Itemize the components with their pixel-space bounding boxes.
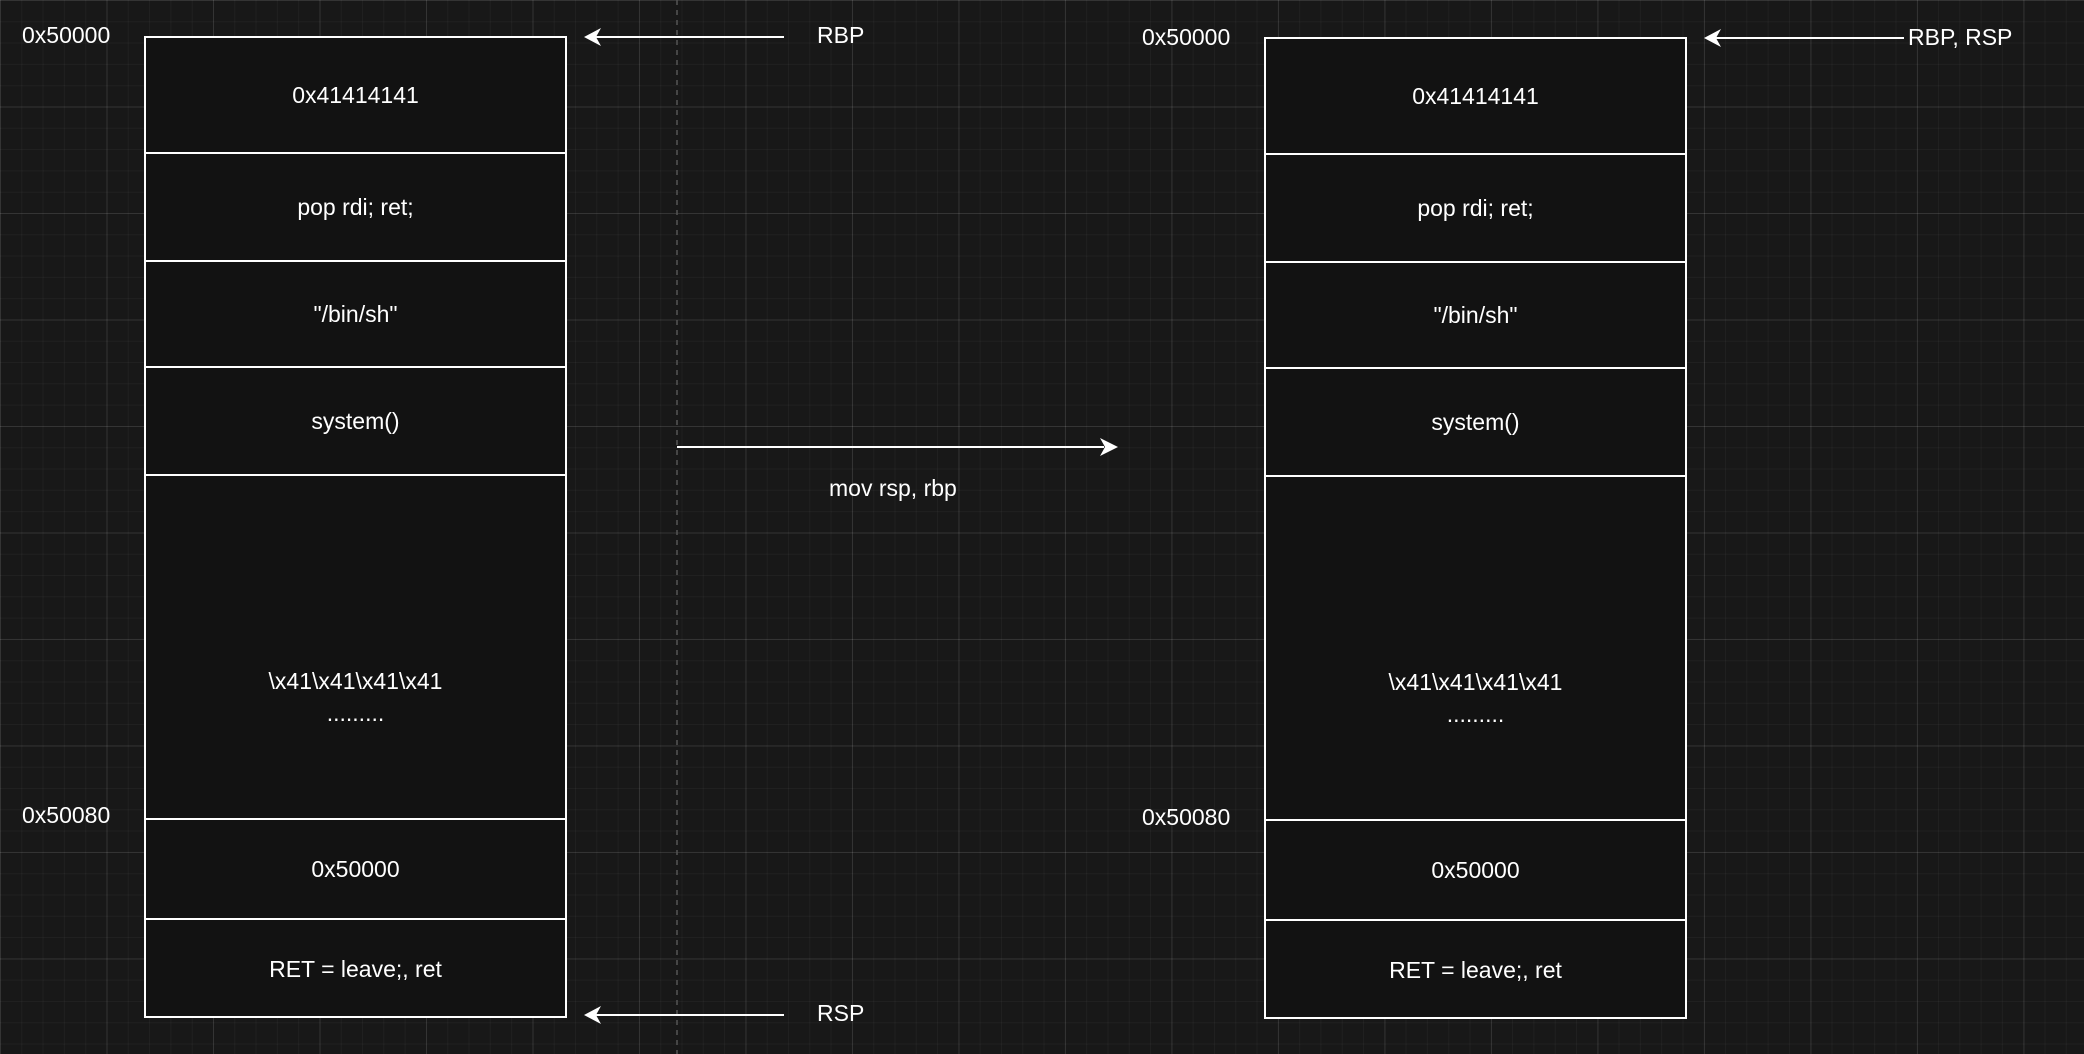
stack-slot-padding: \x41\x41\x41\x41 ......... bbox=[146, 476, 565, 820]
stack-before: 0x41414141 pop rdi; ret; "/bin/sh" syste… bbox=[144, 36, 567, 1018]
left-rsp-arrow bbox=[584, 1006, 784, 1024]
padding-ellipsis-text: ......... bbox=[1446, 701, 1505, 727]
stack-slot-saved-rbp: 0x50000 bbox=[1266, 821, 1685, 921]
stack-after: 0x41414141 pop rdi; ret; "/bin/sh" syste… bbox=[1264, 37, 1687, 1019]
padding-bytes-text: \x41\x41\x41\x41 bbox=[1388, 669, 1563, 695]
stack-slot-system-call: system() bbox=[1266, 369, 1685, 477]
transition-arrow bbox=[677, 438, 1118, 456]
stack-slot-filler-value: 0x41414141 bbox=[1266, 39, 1685, 155]
right-mid-address-label: 0x50080 bbox=[1142, 804, 1231, 830]
left-rbp-pointer-label: RBP bbox=[817, 22, 865, 48]
right-rbp-rsp-arrow bbox=[1704, 29, 1904, 47]
stack-slot-return-address: RET = leave;, ret bbox=[269, 956, 442, 982]
padding-ellipsis-text: ......... bbox=[326, 700, 385, 726]
left-rbp-arrow bbox=[584, 28, 784, 46]
stack-slot-pop-rdi-gadget: pop rdi; ret; bbox=[146, 154, 565, 262]
left-mid-address-label: 0x50080 bbox=[22, 802, 111, 828]
stack-slot-binsh-string: "/bin/sh" bbox=[146, 262, 565, 368]
left-top-address-label: 0x50000 bbox=[22, 22, 111, 48]
stack-slot-filler-value: 0x41414141 bbox=[146, 38, 565, 154]
right-top-address-label: 0x50000 bbox=[1142, 24, 1231, 50]
transition-instruction-label: mov rsp, rbp bbox=[829, 475, 957, 501]
stack-slot-binsh-string: "/bin/sh" bbox=[1266, 263, 1685, 369]
stack-slot-pop-rdi-gadget: pop rdi; ret; bbox=[1266, 155, 1685, 263]
stack-slot-padding: \x41\x41\x41\x41 ......... bbox=[1266, 477, 1685, 821]
right-rbp-rsp-pointer-label: RBP, RSP bbox=[1908, 24, 2013, 50]
padding-bytes-text: \x41\x41\x41\x41 bbox=[268, 668, 443, 694]
stack-slot-return-address: RET = leave;, ret bbox=[1389, 957, 1562, 983]
stack-slot-saved-rbp: 0x50000 bbox=[146, 820, 565, 920]
left-rsp-pointer-label: RSP bbox=[817, 1000, 865, 1026]
stack-slot-system-call: system() bbox=[146, 368, 565, 476]
